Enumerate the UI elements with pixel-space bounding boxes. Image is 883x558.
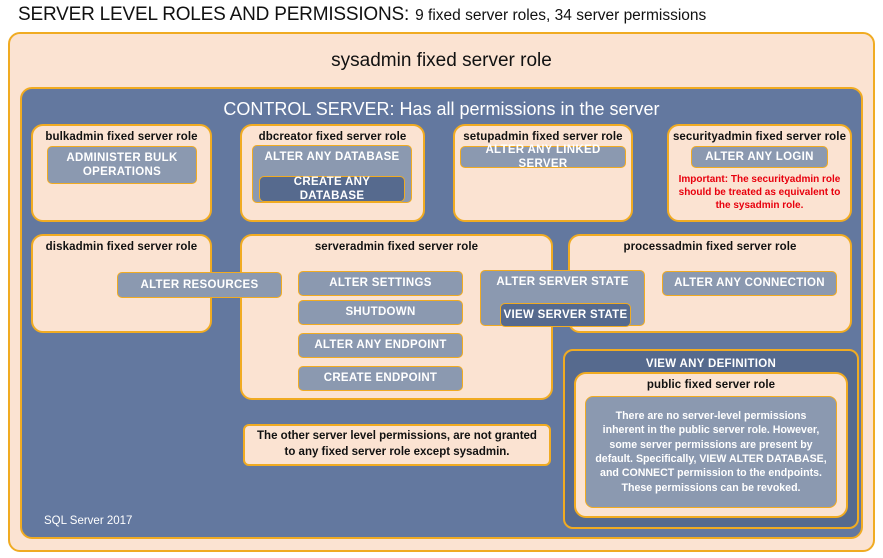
role-title-processadmin: processadmin fixed server role bbox=[623, 241, 797, 253]
securityadmin-warning-note: Important: The securityadmin role should… bbox=[678, 174, 841, 211]
page-title: SERVER LEVEL ROLES AND PERMISSIONS: 9 fi… bbox=[18, 4, 868, 32]
permission-alter-any-linked-server[interactable]: ALTER ANY LINKED SERVER bbox=[460, 144, 626, 170]
footer-version-label: SQL Server 2017 bbox=[44, 515, 133, 527]
other-permissions-callout: The other server level permissions, are … bbox=[243, 424, 551, 466]
role-title-setupadmin: setupadmin fixed server role bbox=[463, 131, 623, 143]
role-panel-setupadmin: setupadmin fixed server role bbox=[453, 124, 633, 222]
role-title-bulkadmin: bulkadmin fixed server role bbox=[45, 131, 198, 143]
permission-view-server-state[interactable]: VIEW SERVER STATE bbox=[500, 303, 631, 327]
permission-shutdown[interactable]: SHUTDOWN bbox=[298, 300, 463, 325]
permission-alter-any-endpoint[interactable]: ALTER ANY ENDPOINT bbox=[298, 333, 463, 358]
permission-alter-resources[interactable]: ALTER RESOURCES bbox=[117, 272, 282, 298]
role-title-public: public fixed server role bbox=[646, 379, 776, 391]
permission-administer-bulk-operations[interactable]: ADMINISTER BULK OPERATIONS bbox=[47, 146, 197, 184]
public-role-note: There are no server-level permissions in… bbox=[585, 396, 837, 508]
sysadmin-role-label: sysadmin fixed server role bbox=[331, 50, 552, 71]
role-title-diskadmin: diskadmin fixed server role bbox=[45, 241, 198, 253]
page-title-main: SERVER LEVEL ROLES AND PERMISSIONS: bbox=[18, 4, 410, 25]
permission-view-any-definition[interactable]: VIEW ANY DEFINITION bbox=[645, 358, 777, 370]
role-title-securityadmin: securityadmin fixed server role bbox=[672, 131, 847, 143]
page-title-subtitle: 9 fixed server roles, 34 server permissi… bbox=[415, 7, 707, 24]
permission-create-endpoint[interactable]: CREATE ENDPOINT bbox=[298, 366, 463, 391]
role-title-serveradmin: serveradmin fixed server role bbox=[314, 241, 479, 253]
permission-alter-any-login[interactable]: ALTER ANY LOGIN bbox=[691, 146, 828, 168]
control-server-label: CONTROL SERVER: Has all permissions in t… bbox=[223, 99, 660, 119]
permission-alter-any-connection[interactable]: ALTER ANY CONNECTION bbox=[662, 271, 837, 296]
permission-alter-settings[interactable]: ALTER SETTINGS bbox=[298, 271, 463, 296]
role-title-dbcreator: dbcreator fixed server role bbox=[258, 131, 407, 143]
role-panel-securityadmin: securityadmin fixed server role Importan… bbox=[667, 124, 852, 222]
permission-create-any-database[interactable]: CREATE ANY DATABASE bbox=[259, 176, 405, 202]
